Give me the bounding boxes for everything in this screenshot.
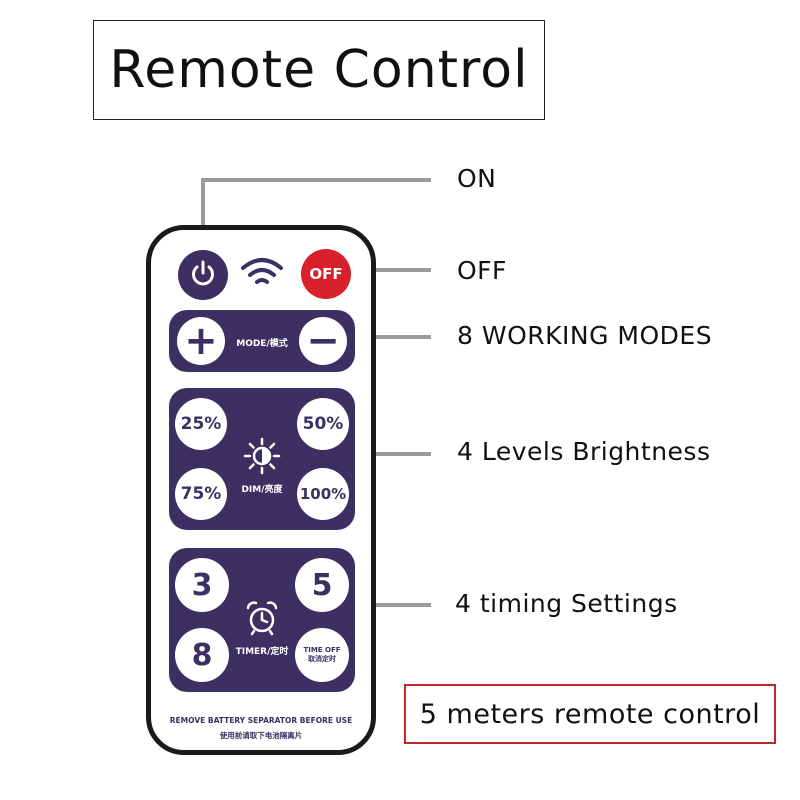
brightness-50-button[interactable]: 50%	[297, 398, 349, 450]
mode-label: MODE/模式	[236, 339, 288, 349]
time-off-button[interactable]: TIME OFF 取消定时	[295, 628, 349, 682]
brightness-75-label: 75%	[180, 484, 222, 504]
timer-3-label: 3	[191, 567, 213, 603]
off-line	[345, 268, 431, 272]
timer-label: TIMER/定时	[235, 647, 289, 657]
brightness-icon	[242, 436, 282, 480]
timer-5-button[interactable]: 5	[295, 558, 349, 612]
dim-label: DIM/亮度	[241, 485, 283, 495]
time-off-label-cn: 取消定时	[308, 655, 336, 663]
dim-panel: 25% 50% 75% 100%	[169, 388, 355, 530]
brightness-50-label: 50%	[302, 414, 344, 434]
mode-panel: + MODE/模式 −	[169, 310, 355, 372]
callout-modes: 8 WORKING MODES	[457, 321, 713, 350]
brightness-25-label: 25%	[180, 414, 222, 434]
brightness-100-button[interactable]: 100%	[297, 468, 349, 520]
off-button-label: OFF	[309, 265, 343, 283]
on-line-vertical	[201, 178, 205, 240]
plus-label: +	[184, 318, 218, 364]
callout-brightness: 4 Levels Brightness	[457, 437, 711, 466]
brightness-100-label: 100%	[299, 485, 347, 503]
alarm-clock-icon	[244, 600, 280, 640]
off-button[interactable]: OFF	[301, 249, 351, 299]
power-icon	[188, 258, 218, 292]
brightness-25-button[interactable]: 25%	[175, 398, 227, 450]
wifi-icon	[239, 254, 285, 294]
remote-control-body: OFF + MODE/模式 − 25% 50% 75% 100%	[146, 225, 376, 755]
timer-8-label: 8	[191, 637, 213, 673]
page-title: Remote Control	[93, 20, 545, 120]
timer-panel: 3 5 8 TIME OFF 取消定时 TIMER/定时	[169, 548, 355, 692]
brightness-75-button[interactable]: 75%	[175, 468, 227, 520]
mode-minus-button[interactable]: −	[299, 317, 347, 365]
on-line-horizontal	[201, 178, 431, 182]
timer-3-button[interactable]: 3	[175, 558, 229, 612]
callout-off: OFF	[457, 256, 507, 285]
callout-timing: 4 timing Settings	[455, 589, 678, 618]
modes-line	[352, 335, 431, 339]
mode-plus-button[interactable]: +	[177, 317, 225, 365]
power-button[interactable]	[178, 250, 228, 300]
callout-on: ON	[457, 164, 497, 193]
battery-note-en: REMOVE BATTERY SEPARATOR BEFORE USE	[169, 716, 353, 725]
brightness-line	[352, 452, 431, 456]
range-callout: 5 meters remote control	[404, 684, 776, 744]
timer-5-label: 5	[311, 567, 333, 603]
timer-8-button[interactable]: 8	[175, 628, 229, 682]
timing-line	[352, 603, 431, 607]
time-off-label-en: TIME OFF	[303, 646, 341, 654]
minus-label: −	[306, 318, 340, 364]
battery-note-cn: 使用前请取下电池隔离片	[219, 731, 303, 740]
